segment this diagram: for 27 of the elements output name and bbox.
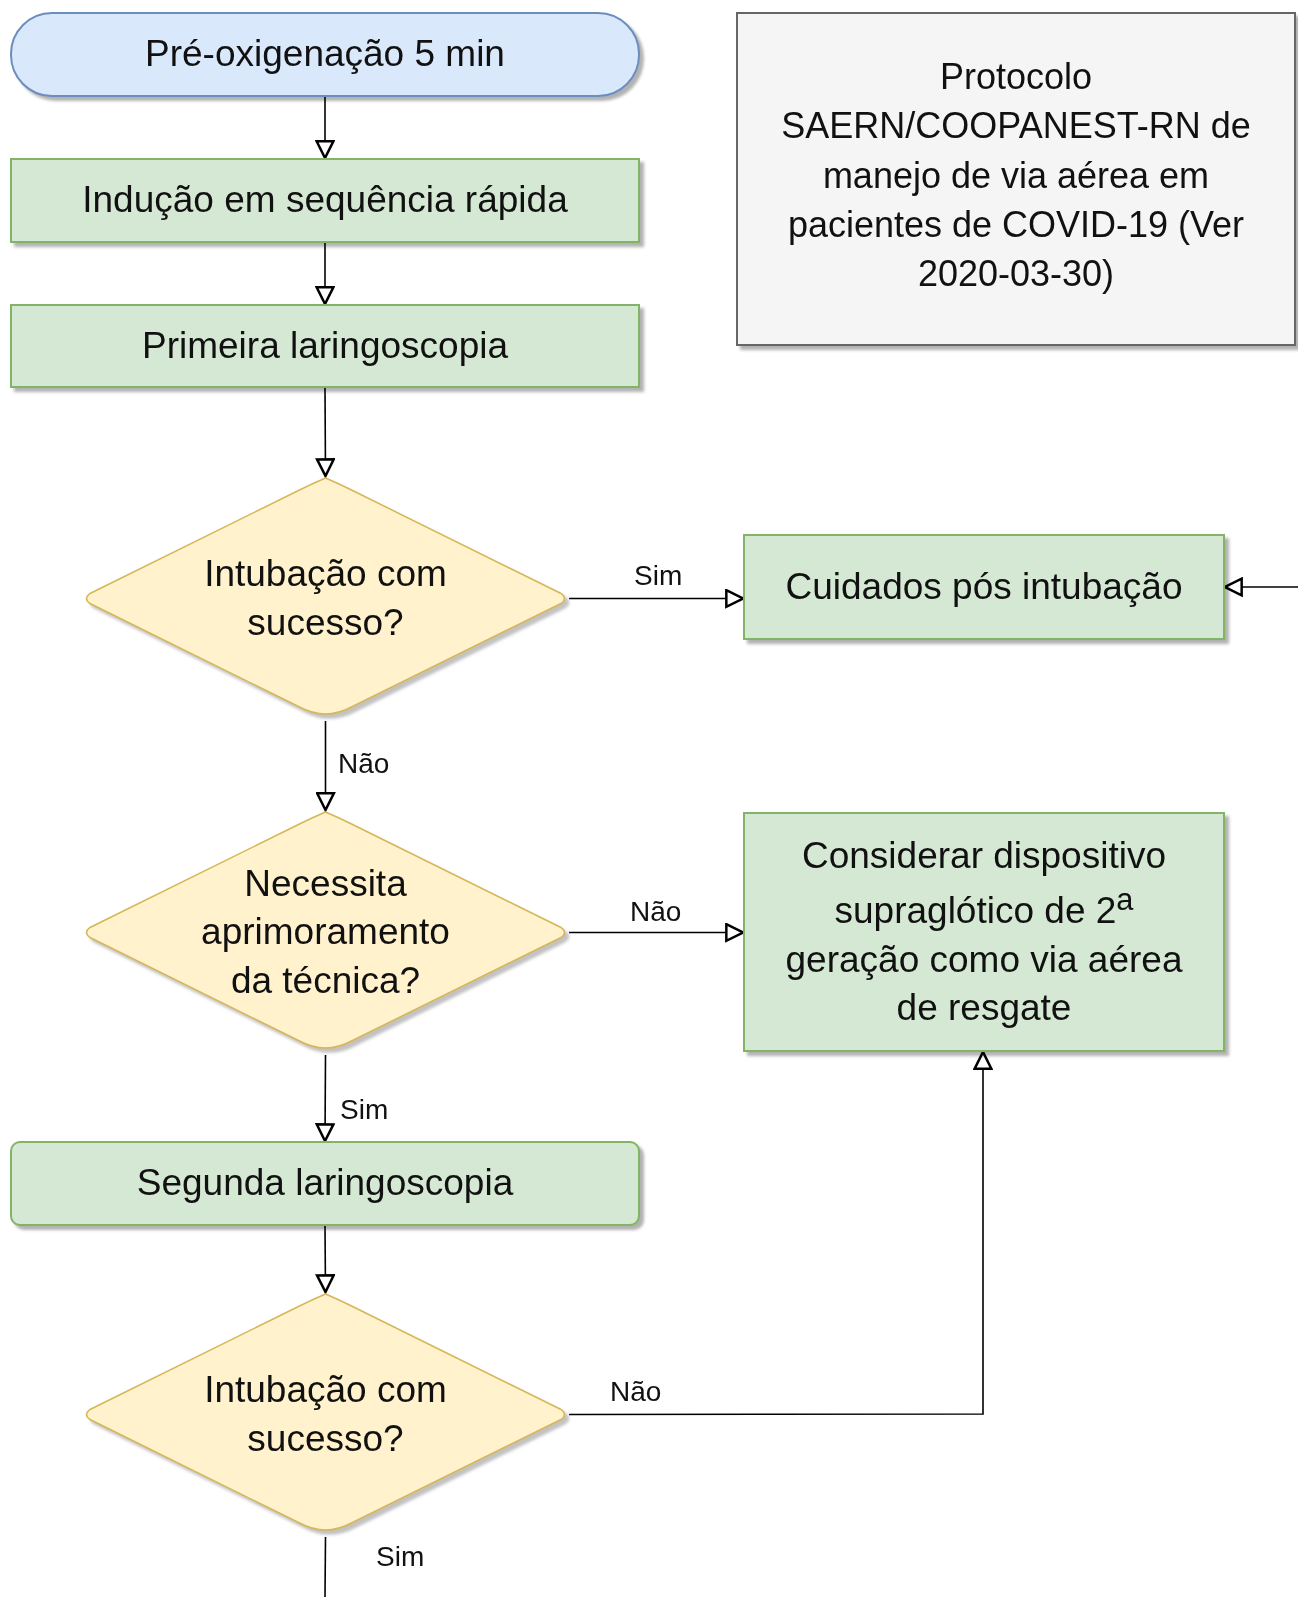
- process-box: [10, 1141, 640, 1226]
- node-text: Primeira laringoscopia: [141, 323, 508, 368]
- start-terminal: [10, 12, 640, 97]
- arrow: [568, 588, 745, 609]
- node-text: Considerar dispositivo supraglótico de 2$^{a}$ geração como via aérea de resgate: [784, 834, 1184, 1030]
- node-text: Pré-oxigenação 5 min: [145, 32, 505, 77]
- arrow: [315, 242, 335, 306]
- arrow: [315, 720, 336, 812]
- process-box: [10, 304, 640, 388]
- title-box: [736, 12, 1296, 346]
- connector-line: [324, 1536, 327, 1597]
- arrow: [315, 1225, 335, 1294]
- process-box: [743, 812, 1225, 1052]
- node-text: Cuidados pós intubação: [785, 564, 1183, 609]
- node-text: Segunda laringoscopia: [136, 1161, 514, 1206]
- process-box: [10, 158, 640, 243]
- arrow: [315, 387, 335, 478]
- arrow: [568, 1050, 993, 1416]
- arrow: [315, 96, 335, 160]
- node-text: Protocolo SAERN/COOPANEST-RN de manejo de via aérea em pacientes de COVID-19 (Ver 2020-03-30): [780, 55, 1252, 297]
- arrow: [568, 922, 745, 943]
- node-text: Indução em sequência rápida: [82, 178, 568, 223]
- node-text: Intubação com sucesso?: [203, 1368, 448, 1461]
- arrow: [315, 1054, 335, 1143]
- node-text: Necessita aprimoramento da técnica?: [200, 862, 451, 1003]
- node-text: Intubação com sucesso?: [203, 552, 448, 645]
- process-box: [743, 534, 1225, 640]
